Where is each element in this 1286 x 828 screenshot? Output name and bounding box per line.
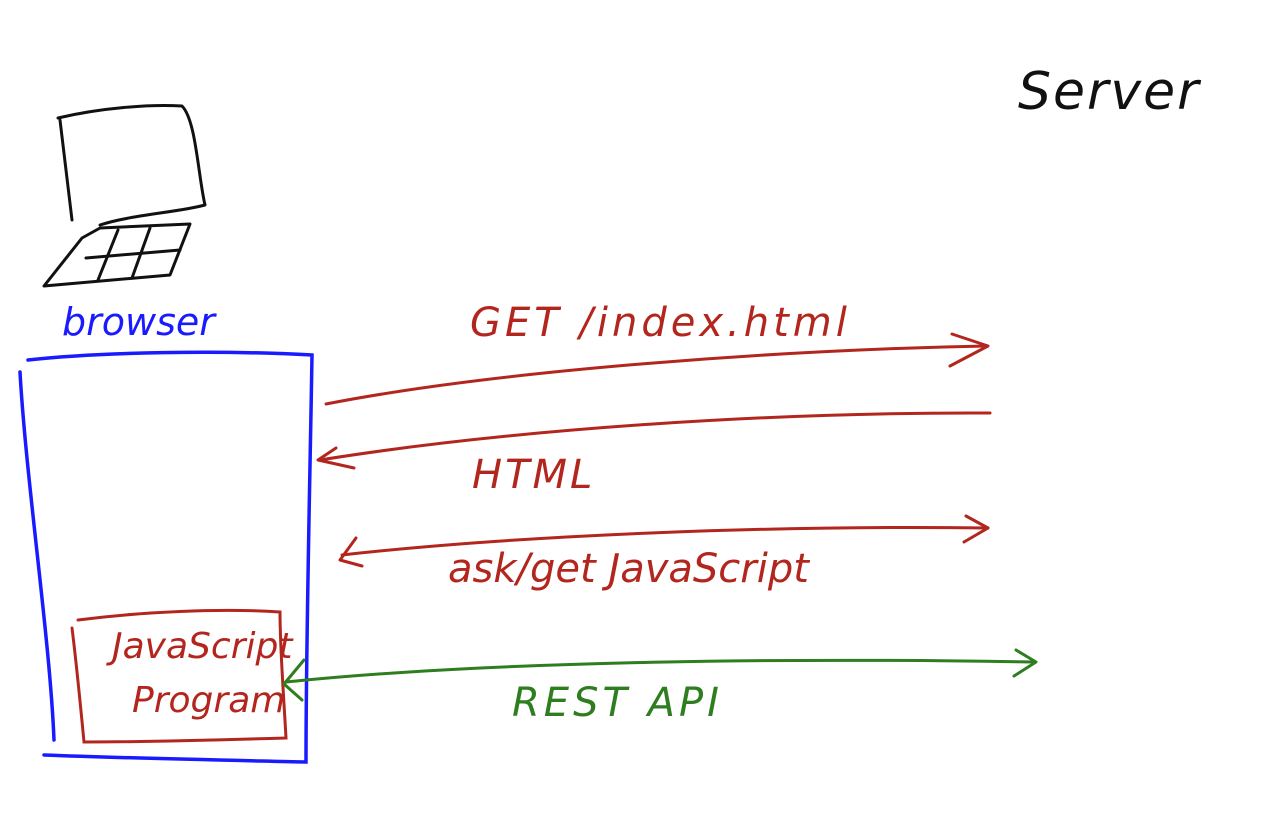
- rest-api-label: REST API: [512, 680, 723, 726]
- javascript-program-label-line2: Program: [132, 680, 286, 721]
- rest-api-arrow: [282, 648, 1038, 702]
- get-request-arrow: [324, 332, 990, 406]
- javascript-program-label-line1: JavaScript: [112, 626, 293, 667]
- html-response-arrow: [316, 411, 992, 470]
- server-label: Server: [1018, 62, 1201, 122]
- ask-get-javascript-arrow: [338, 514, 990, 568]
- ask-get-javascript-label: ask/get JavaScript: [448, 546, 809, 592]
- browser-label: browser: [62, 300, 215, 344]
- html-response-label: HTML: [472, 452, 596, 498]
- javascript-program-box: [70, 608, 288, 744]
- laptop-icon: [42, 104, 207, 288]
- browser-window: [18, 350, 314, 764]
- get-request-label: GET /index.html: [470, 300, 851, 346]
